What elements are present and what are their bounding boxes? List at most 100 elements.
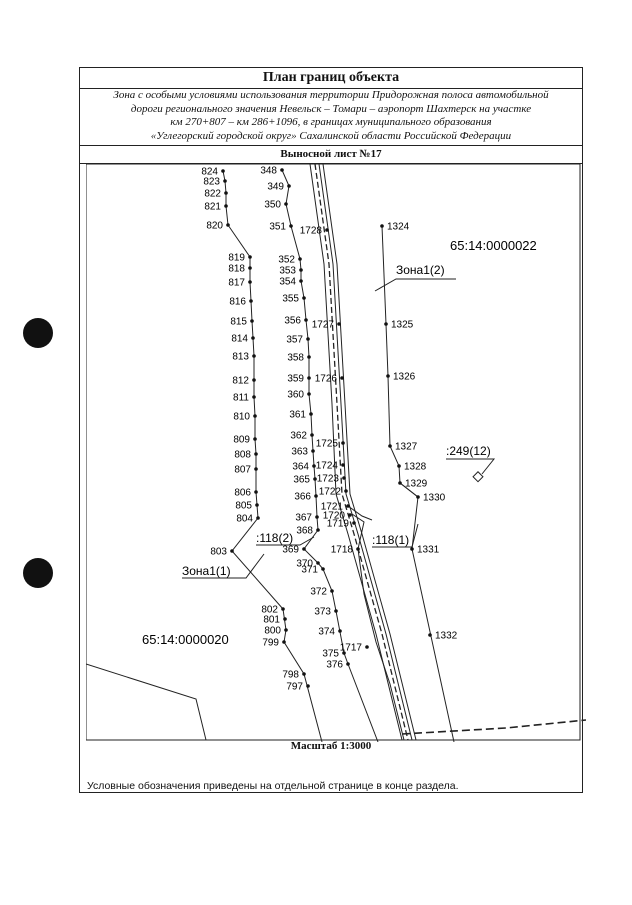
point-road-marker <box>348 513 352 517</box>
point-left-marker <box>282 640 286 644</box>
point-left-marker <box>248 255 252 259</box>
point-left-label: 805 <box>235 501 252 512</box>
point-road-marker <box>365 645 369 649</box>
leader-249 <box>446 458 496 475</box>
point-left-marker <box>251 336 255 340</box>
point-inner-label: 372 <box>310 587 327 598</box>
point-left-marker <box>250 319 254 323</box>
subtitle-line: дороги регионального значения Невельск –… <box>130 102 532 115</box>
zone-label-left: Зона1(1) <box>182 564 231 578</box>
point-inner-marker <box>306 337 310 341</box>
point-inner-label: 368 <box>296 526 313 537</box>
point-inner-label: 370 <box>296 559 313 570</box>
point-road-label: 1723 <box>317 474 340 485</box>
point-left-marker <box>252 354 256 358</box>
point-inner-label: 374 <box>318 627 335 638</box>
point-left-marker <box>254 452 258 456</box>
point-inner-marker <box>342 651 346 655</box>
point-inner-marker <box>311 449 315 453</box>
point-inner-label: 358 <box>287 353 304 364</box>
point-road-marker <box>341 441 345 445</box>
point-inner-marker <box>287 184 291 188</box>
point-left-label: 800 <box>264 626 281 637</box>
point-left-marker <box>230 549 234 553</box>
point-right-marker <box>398 481 402 485</box>
point-left-label: 797 <box>286 682 303 693</box>
point-left-label: 811 <box>233 393 249 404</box>
point-inner-marker <box>307 392 311 396</box>
point-inner-label: 356 <box>284 316 301 327</box>
point-left-label: 803 <box>210 547 227 558</box>
point-inner-marker <box>321 567 325 571</box>
point-right-marker <box>386 374 390 378</box>
point-left-label: 818 <box>228 264 245 275</box>
point-inner-label: 349 <box>267 182 284 193</box>
point-road-label: 1728 <box>300 226 323 237</box>
point-road-label: 1719 <box>327 519 350 530</box>
subtitle-line: км 270+807 – км 286+1096, в границах мун… <box>170 116 492 128</box>
point-right-label: 1325 <box>391 320 414 331</box>
point-inner-marker <box>307 355 311 359</box>
point-right-label: 1332 <box>435 631 458 642</box>
boundary-line-right-lower <box>411 496 455 743</box>
subtitle-line: Зона с особыми условиями использования т… <box>113 89 549 101</box>
punch-hole-bottom <box>23 558 53 588</box>
point-inner-marker <box>284 202 288 206</box>
point-left-marker <box>221 169 225 173</box>
point-inner-label: 362 <box>290 431 307 442</box>
point-inner-label: 352 <box>278 255 295 266</box>
point-inner-label: 357 <box>286 335 303 346</box>
point-right-label: 1324 <box>387 222 410 233</box>
point-right-label: 1326 <box>393 372 416 383</box>
parcel-118-2-label: :118(2) <box>256 531 293 545</box>
point-inner-marker <box>309 412 313 416</box>
point-inner-label: 364 <box>292 462 309 473</box>
point-left-marker <box>253 414 257 418</box>
point-left-marker <box>283 617 287 621</box>
point-inner-label: 373 <box>314 607 331 618</box>
point-road-marker <box>356 547 360 551</box>
point-left-label: 823 <box>203 177 220 188</box>
parcel-118-1-label: :118(1) <box>372 533 409 547</box>
point-inner-marker <box>304 318 308 322</box>
point-left-marker <box>253 437 257 441</box>
point-road-label: 1724 <box>316 461 339 472</box>
point-left-label: 817 <box>228 278 245 289</box>
road-edge-inner <box>351 513 405 741</box>
point-left-label: 814 <box>231 334 248 345</box>
point-right-marker <box>410 547 414 551</box>
point-left-label: 808 <box>234 450 251 461</box>
point-right-label: 1331 <box>417 545 440 556</box>
map-scale: Масштаб 1:3000 <box>290 740 372 752</box>
point-inner-label: 376 <box>326 660 343 671</box>
point-right-label: 1327 <box>395 442 418 453</box>
point-left-marker <box>302 672 306 676</box>
sheet-number: Выносной лист №17 <box>80 145 582 164</box>
point-inner-marker <box>298 257 302 261</box>
point-left-label: 809 <box>233 435 250 446</box>
point-left-label: 815 <box>230 317 247 328</box>
map-drawing: 8248238228218208198188178168158148138128… <box>85 163 587 743</box>
point-inner-label: 366 <box>294 492 311 503</box>
point-left-label: 821 <box>204 202 221 213</box>
point-inner-label: 350 <box>264 200 281 211</box>
point-left-marker <box>255 503 259 507</box>
point-inner-marker <box>330 589 334 593</box>
point-inner-marker <box>314 494 318 498</box>
point-inner-marker <box>316 561 320 565</box>
punch-hole-top <box>23 318 53 348</box>
point-right-marker <box>397 464 401 468</box>
point-left-label: 799 <box>262 638 279 649</box>
point-left-marker <box>254 490 258 494</box>
point-left-label: 813 <box>232 352 249 363</box>
point-road-label: 1722 <box>319 487 342 498</box>
point-left-marker <box>256 516 260 520</box>
leader-zone-left <box>182 553 265 579</box>
boundary-link-road <box>347 505 373 521</box>
point-left-marker <box>281 607 285 611</box>
point-inner-label: 375 <box>322 649 339 660</box>
legend-note: Условные обозначения приведены на отдель… <box>87 780 459 792</box>
point-left-marker <box>284 628 288 632</box>
point-right-marker <box>416 495 420 499</box>
point-road-label: 1725 <box>316 439 339 450</box>
